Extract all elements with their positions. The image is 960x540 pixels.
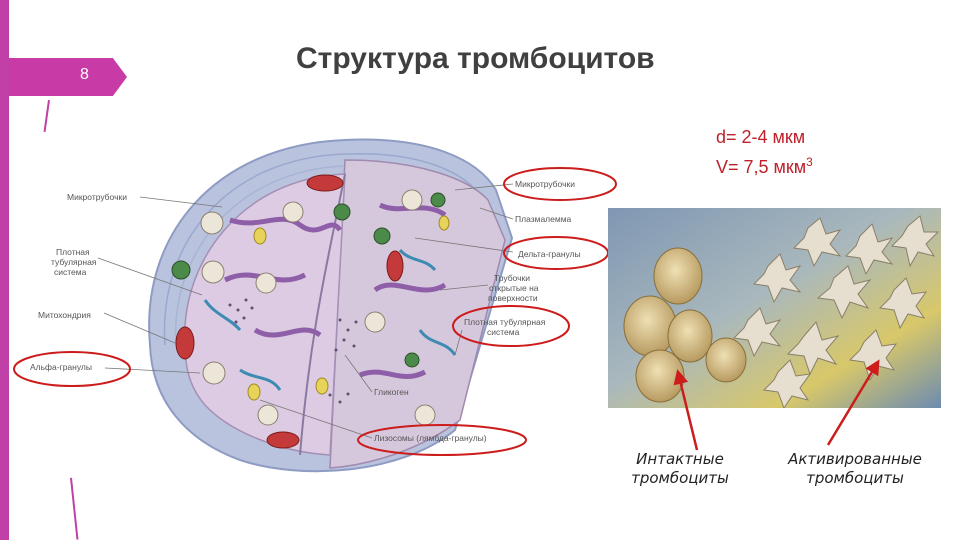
dense-tubular-segment xyxy=(418,329,457,356)
leader-line xyxy=(103,312,176,344)
canalicular-tube xyxy=(373,282,447,293)
delta-granule xyxy=(171,260,191,280)
leader-line xyxy=(479,207,514,220)
lysosome xyxy=(247,383,261,401)
volume-spec: V= 7,5 мкм3 xyxy=(716,155,813,178)
leader-line xyxy=(259,399,373,439)
label-microtubules-right: Микротрубочки xyxy=(515,179,575,189)
intact-platelet xyxy=(705,337,747,383)
label-delta-granules: Дельта-гранулы xyxy=(518,249,581,259)
dense-tubular-segment xyxy=(203,299,242,332)
label-dense-tubular-left-3: система xyxy=(54,267,87,277)
leader-line xyxy=(414,237,514,253)
mitochondrion xyxy=(266,431,300,449)
label-dense-tubular-left-1: Плотная xyxy=(56,247,90,257)
label-glycogen: Гликоген xyxy=(374,387,409,397)
intact-platelet xyxy=(635,349,685,403)
volume-value: V= 7,5 мкм xyxy=(716,157,807,177)
platelet-micrograph xyxy=(608,208,941,408)
alpha-granule xyxy=(414,404,436,426)
slide-number: 8 xyxy=(80,66,89,83)
label-dense-tubular-left-2: тубулярная xyxy=(51,257,97,267)
mitochondrion xyxy=(386,250,404,282)
diameter-spec: d= 2-4 мкм xyxy=(716,127,806,147)
cytoplasm xyxy=(184,173,346,456)
highlight-alpha-granules xyxy=(13,351,131,387)
canalicular-tube xyxy=(253,327,322,338)
label-alpha-granules: Альфа-гранулы xyxy=(30,362,92,372)
highlight-microtubules xyxy=(503,167,617,201)
leader-line xyxy=(139,196,223,208)
leader-line xyxy=(439,284,489,291)
delta-granule xyxy=(404,352,420,368)
label-dense-tubular-right-2: система xyxy=(487,327,520,337)
cut-edge xyxy=(299,173,346,456)
label-microtubules-left: Микротрубочки xyxy=(67,192,127,202)
slide-title: Структура тромбоцитов xyxy=(296,42,655,75)
mitochondrion xyxy=(306,174,344,192)
label-plasmalemma: Плазмалемма xyxy=(515,214,572,224)
label-dense-tubular-right-1: Плотная тубулярная xyxy=(464,317,546,327)
alpha-granule xyxy=(202,361,226,385)
delta-granule xyxy=(373,227,391,245)
lysosome xyxy=(253,227,267,245)
caption-intact: Интактные тромбоциты xyxy=(610,450,750,488)
lysosome xyxy=(315,377,329,395)
volume-exponent: 3 xyxy=(806,155,813,169)
delta-granule xyxy=(333,203,351,221)
leader-line xyxy=(104,367,201,374)
canalicular-tube xyxy=(359,369,427,379)
slide-number-tab xyxy=(9,58,127,96)
alpha-granule xyxy=(282,201,304,223)
caption-activated-line2: тромбоциты xyxy=(806,469,904,487)
mitochondrion xyxy=(175,326,195,360)
label-mitochondria: Митохондрия xyxy=(38,310,91,320)
alpha-granule xyxy=(255,272,277,294)
caption-activated: Активированные тромбоциты xyxy=(772,450,938,488)
alpha-granule xyxy=(401,189,423,211)
alpha-granule xyxy=(364,311,386,333)
caption-intact-line1: Интактные xyxy=(636,450,724,468)
caption-activated-line1: Активированные xyxy=(788,450,922,468)
alpha-granule xyxy=(257,404,279,426)
caption-intact-line2: тромбоциты xyxy=(631,469,729,487)
alpha-granule xyxy=(201,260,225,284)
highlight-lysosomes xyxy=(357,424,527,456)
lysosome xyxy=(438,215,450,231)
canalicular-tube xyxy=(229,216,343,233)
glycogen-particles xyxy=(228,298,358,404)
highlight-dense-tubular xyxy=(452,305,570,347)
left-accent-bar xyxy=(0,0,9,540)
dense-tubular-segment xyxy=(239,368,282,391)
label-open-canalicular-3: поверхности xyxy=(488,293,538,303)
intact-platelet xyxy=(667,309,713,363)
label-open-canalicular-1: Трубочки xyxy=(494,273,530,283)
leader-line xyxy=(344,354,373,393)
intact-platelet xyxy=(623,295,677,357)
delta-granule xyxy=(430,192,446,208)
label-lysosomes: Лизосомы (лямбда-гранулы) xyxy=(374,433,487,443)
leader-line xyxy=(97,257,203,296)
dense-tubular-segment xyxy=(398,248,437,272)
label-open-canalicular-2: открытые на xyxy=(489,283,539,293)
leader-line xyxy=(454,329,463,356)
intact-platelet xyxy=(653,247,703,305)
alpha-granule xyxy=(200,211,224,235)
activated-platelets xyxy=(732,215,940,408)
